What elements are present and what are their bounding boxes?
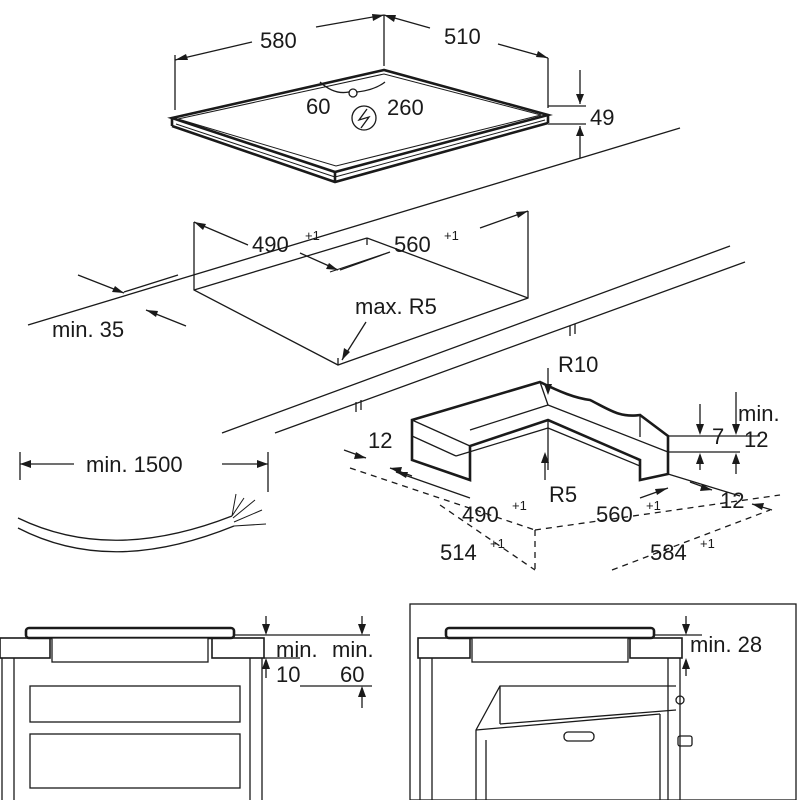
cutout-depth-label: 560 bbox=[394, 232, 431, 257]
cutout-depth-tol: +1 bbox=[444, 228, 459, 243]
cutout-width-tol: +1 bbox=[305, 228, 320, 243]
frame-depth-step-label: 7 bbox=[712, 424, 724, 449]
cable-offset-right-label: 260 bbox=[387, 95, 424, 120]
frame-inner-depth-label: 560 bbox=[596, 502, 633, 527]
cable-drawing: min. 1500 bbox=[17, 452, 269, 553]
hob-height-label: 49 bbox=[590, 105, 614, 130]
frame-outer-depth-label: 584 bbox=[650, 540, 687, 565]
oven-gap-label: min. 28 bbox=[690, 632, 762, 657]
hob-depth-label: 510 bbox=[444, 24, 481, 49]
cutout-radius-label: max. R5 bbox=[355, 294, 437, 319]
frame-right-margin-label: 12 bbox=[720, 488, 744, 513]
cable-offset-left-label: 60 bbox=[306, 94, 330, 119]
frame-min-label: min. bbox=[738, 401, 780, 426]
cable-length-label: min. 1500 bbox=[86, 452, 183, 477]
cutout-dimensions: 490 +1 560 +1 max. R5 min. 35 bbox=[52, 210, 529, 361]
frame-radius-inner-label: R5 bbox=[549, 482, 577, 507]
cutout-width-label: 490 bbox=[252, 232, 289, 257]
frame-outer-depth-tol: +1 bbox=[700, 536, 715, 551]
worktop-drawing bbox=[27, 127, 746, 434]
frame-inner-width-label: 490 bbox=[462, 502, 499, 527]
frame-dimensions: 12 490 +1 560 +1 514 +1 584 +1 12 bbox=[343, 392, 781, 571]
hob-width-label: 580 bbox=[260, 28, 297, 53]
hob-dimensions: 580 510 60 260 49 bbox=[174, 14, 614, 158]
install-drawers: min. 10 min. 60 bbox=[0, 616, 374, 800]
frame-drawing: R10 R5 bbox=[410, 352, 670, 507]
electric-icon bbox=[351, 105, 377, 131]
drawers-gap1-value: 10 bbox=[276, 662, 300, 687]
frame-outer-width-tol: +1 bbox=[490, 536, 505, 551]
frame-inner-width-tol: +1 bbox=[512, 498, 527, 513]
frame-radius-outer-label: R10 bbox=[558, 352, 598, 377]
frame-left-margin-label: 12 bbox=[368, 428, 392, 453]
hob-drawing bbox=[167, 68, 553, 184]
cutout-front-min-label: min. 35 bbox=[52, 317, 124, 342]
drawers-gap2-label: min. bbox=[332, 637, 374, 662]
frame-outer-width-label: 514 bbox=[440, 540, 477, 565]
install-oven: min. 28 bbox=[409, 603, 797, 800]
frame-min-value: 12 bbox=[744, 427, 768, 452]
drawers-gap1-label: min. bbox=[276, 637, 318, 662]
frame-inner-depth-tol: +1 bbox=[646, 498, 661, 513]
drawers-gap2-value: 60 bbox=[340, 662, 364, 687]
